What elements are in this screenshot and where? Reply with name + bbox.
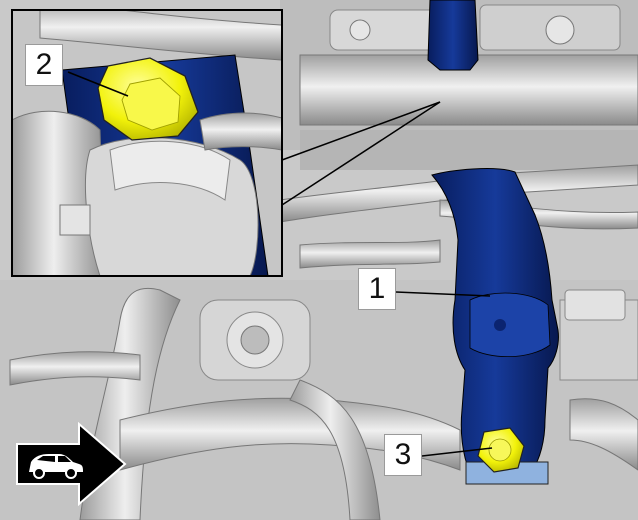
upper-bolt [97,57,199,141]
callout-2-label: 2 [25,44,63,86]
car-front-direction-icon [16,422,127,506]
callout-3-label: 3 [384,434,422,476]
engine-block [280,0,638,170]
inset-zoom-lines [281,101,441,206]
leader-line-1 [395,291,491,297]
callout-1-label: 1 [358,268,396,310]
leader-line-2 [67,71,129,97]
inset-detail-view [11,9,283,277]
lower-bolt [465,427,549,485]
engine-mount-bracket [427,0,559,473]
leader-line-3 [421,447,493,457]
